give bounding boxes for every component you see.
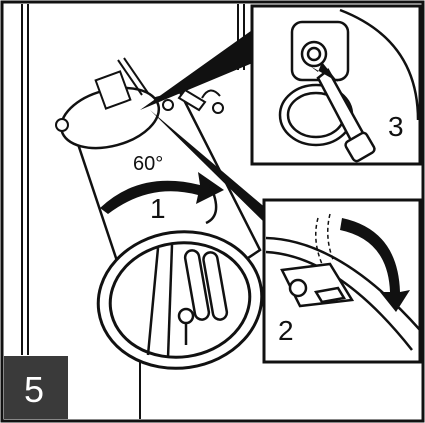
callout-1: 1 xyxy=(150,193,166,224)
callout-3: 3 xyxy=(388,111,404,142)
rotation-angle-label: 60° xyxy=(133,153,163,175)
step-number: 5 xyxy=(24,369,44,410)
end-cap-supports xyxy=(146,244,229,359)
detail-3-panel: 3 xyxy=(250,4,422,166)
rotate-down-arrow-icon xyxy=(340,218,410,312)
step-badge xyxy=(4,356,68,419)
leader-to-detail-2 xyxy=(150,110,268,226)
callout-2: 2 xyxy=(278,315,294,346)
clip-before-position xyxy=(315,213,335,265)
end-cap xyxy=(96,230,264,370)
rotate-arrow-icon xyxy=(100,172,224,214)
leader-to-detail-3 xyxy=(140,28,255,110)
detail-2-panel: 2 xyxy=(262,198,422,364)
top-fittings xyxy=(55,57,224,132)
clip-handle xyxy=(205,184,218,225)
push-arrow-icon xyxy=(310,62,338,82)
